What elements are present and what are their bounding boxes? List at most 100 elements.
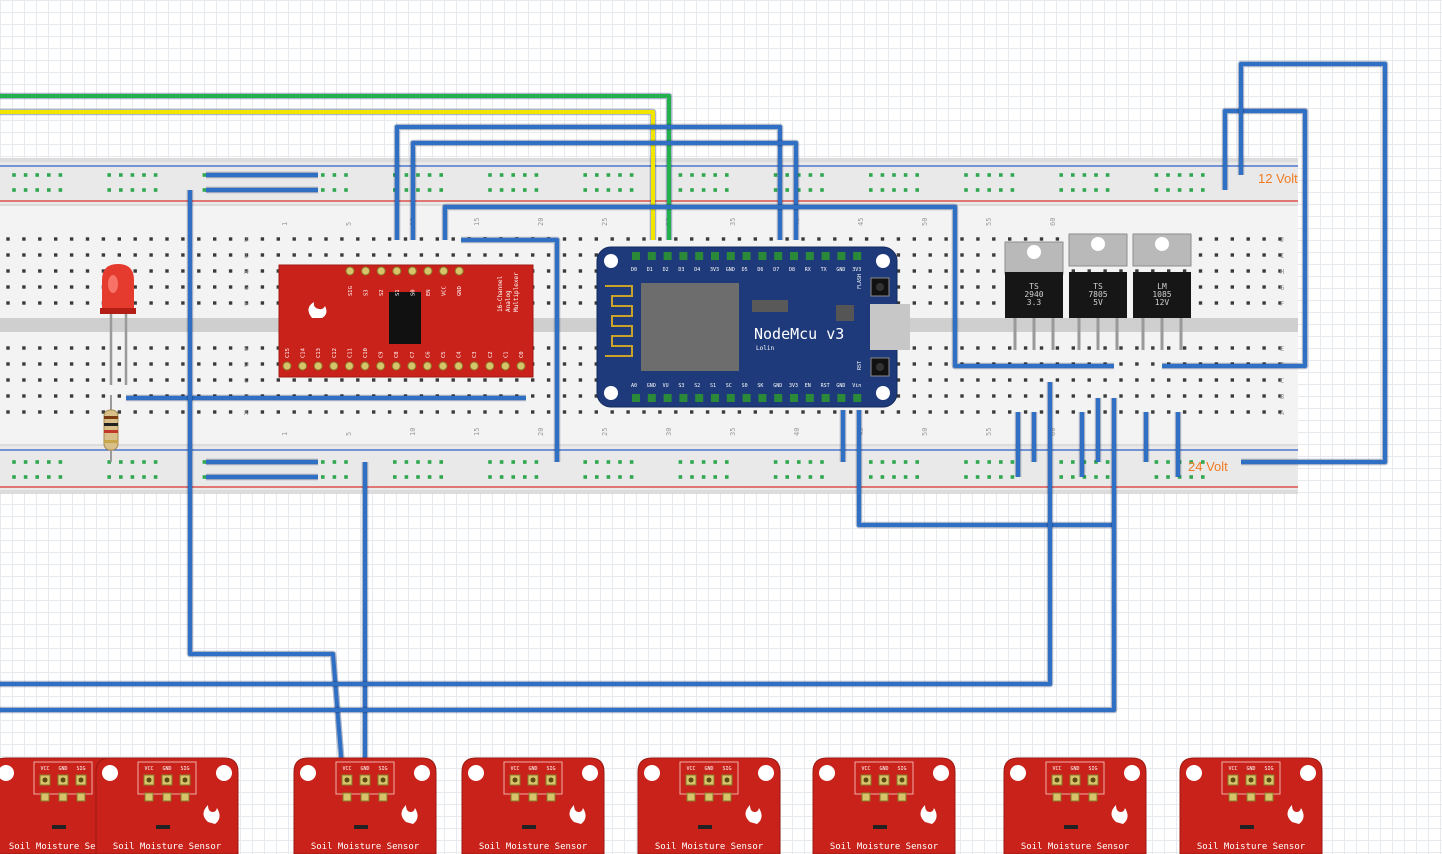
sensor-pin[interactable] <box>360 792 370 802</box>
sensor-pin[interactable] <box>1088 792 1098 802</box>
nodemcu-pin[interactable] <box>837 394 846 402</box>
mux-pin[interactable] <box>407 361 417 371</box>
sensor-pin[interactable] <box>1246 792 1256 802</box>
nodemcu-pin[interactable] <box>679 252 688 260</box>
nodemcu-pin[interactable] <box>647 252 656 260</box>
nodemcu-pin[interactable] <box>821 394 830 402</box>
nodemcu-pin[interactable] <box>790 394 798 402</box>
mux-pin[interactable] <box>485 361 495 371</box>
mux-pin[interactable] <box>438 361 448 371</box>
sensor-pin[interactable] <box>686 792 696 802</box>
wire-blue[interactable] <box>188 190 345 781</box>
nodemcu-pin[interactable] <box>679 394 688 402</box>
wire-blue[interactable] <box>0 382 1052 686</box>
mux-pin[interactable] <box>361 266 371 276</box>
mux-pin[interactable] <box>516 361 526 371</box>
wire-blue[interactable] <box>395 125 782 240</box>
sensor-pin[interactable] <box>342 792 352 802</box>
nodemcu-pin[interactable] <box>821 252 830 260</box>
mux-pin[interactable] <box>344 361 354 371</box>
mux-pin[interactable] <box>422 361 432 371</box>
wires[interactable] <box>0 60 1389 781</box>
wire-green[interactable] <box>0 94 671 240</box>
wire-blue[interactable] <box>411 141 798 240</box>
sensor-pin[interactable] <box>58 792 68 802</box>
mux-pin[interactable] <box>376 266 386 276</box>
mux-pin[interactable] <box>469 361 479 371</box>
mux-pin[interactable] <box>345 266 355 276</box>
mux-pin[interactable] <box>439 266 449 276</box>
nodemcu-pin[interactable] <box>726 252 735 260</box>
nodemcu-pin[interactable] <box>805 394 814 402</box>
nodemcu-pin[interactable] <box>774 394 783 402</box>
nodemcu-pin[interactable] <box>758 394 767 402</box>
sensor-pin[interactable] <box>510 792 520 802</box>
mux-pin[interactable] <box>313 361 323 371</box>
mux-pin[interactable] <box>360 361 370 371</box>
sensor-pin[interactable] <box>162 792 172 802</box>
wire-blue[interactable] <box>443 205 1114 368</box>
sensor-pin[interactable] <box>180 792 190 802</box>
sensor-pin[interactable] <box>40 792 50 802</box>
mux-pin[interactable] <box>454 361 464 371</box>
wire-blue[interactable] <box>1239 62 1387 464</box>
nodemcu-pin[interactable] <box>837 252 846 260</box>
mux-pin[interactable] <box>376 361 386 371</box>
mux-pin[interactable] <box>392 266 402 276</box>
nodemcu-pin[interactable] <box>774 252 783 260</box>
mux-pin[interactable] <box>391 361 401 371</box>
nodemcu-pin[interactable] <box>758 252 767 260</box>
nodemcu-pin[interactable] <box>663 394 672 402</box>
nodemcu-pin[interactable] <box>711 252 719 260</box>
sensor-pin[interactable] <box>704 792 714 802</box>
sensor-pin[interactable] <box>1052 792 1062 802</box>
nodemcu-pin[interactable] <box>742 252 751 260</box>
sensor-pin[interactable] <box>1228 792 1238 802</box>
nodemcu-pin[interactable] <box>853 252 862 260</box>
sensor-pin[interactable] <box>546 792 556 802</box>
sensor-pin[interactable] <box>861 792 871 802</box>
mux-pin[interactable] <box>407 266 417 276</box>
nodemcu-pin[interactable] <box>711 394 719 402</box>
mux-pin[interactable] <box>454 266 464 276</box>
resistor[interactable] <box>103 395 119 462</box>
sensor-pin[interactable] <box>722 792 732 802</box>
mux-pin[interactable] <box>329 361 339 371</box>
nodemcu-pin[interactable] <box>647 394 656 402</box>
nodemcu-pin[interactable] <box>695 252 704 260</box>
sensor-pin[interactable] <box>76 792 86 802</box>
sensor-pin[interactable] <box>378 792 388 802</box>
mux-pin[interactable] <box>282 361 292 371</box>
mux-pin[interactable] <box>298 361 308 371</box>
nodemcu-pin[interactable] <box>632 394 640 402</box>
led[interactable] <box>100 264 136 385</box>
sensor-pin[interactable] <box>1070 792 1080 802</box>
wire-blue[interactable] <box>0 398 1116 712</box>
nodemcu-pin[interactable] <box>663 252 672 260</box>
sensor-pin[interactable] <box>528 792 538 802</box>
nodemcu-pin[interactable] <box>695 394 704 402</box>
sensor-pin[interactable] <box>1264 792 1274 802</box>
nodemcu-pin[interactable] <box>790 252 798 260</box>
sensor-pin[interactable] <box>897 792 907 802</box>
nodemcu-pin[interactable] <box>742 394 751 402</box>
wire-yellow[interactable] <box>0 110 655 240</box>
wire-blue[interactable] <box>461 238 559 462</box>
nodemcu-pin[interactable] <box>726 394 735 402</box>
mux-pin[interactable] <box>500 361 510 371</box>
nodemcu-pin[interactable] <box>805 252 814 260</box>
